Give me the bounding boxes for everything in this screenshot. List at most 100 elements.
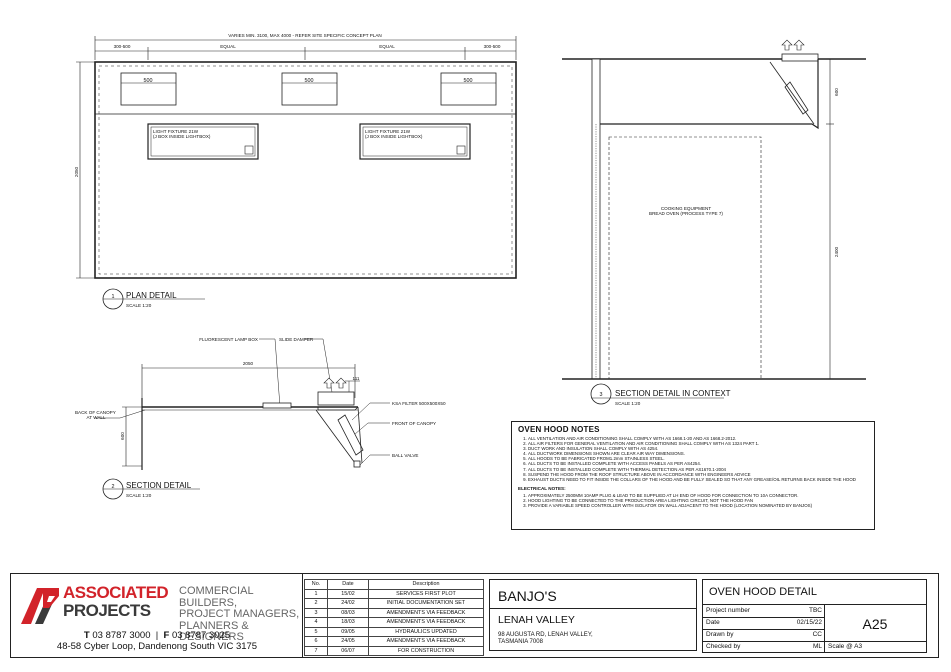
plan-detail-scale: SCALE 1:20	[126, 303, 152, 308]
plan-dim-height-label: 2050	[74, 166, 79, 177]
section-label-back-line2: AT WALL	[86, 415, 106, 420]
section-dim-600	[122, 406, 142, 467]
plan-detail: VARIES MIN. 3100, MAX 4000 - REFER SITE …	[74, 33, 517, 310]
rev-no: 2	[304, 598, 328, 609]
section-label-front: FRONT OF CANOPY	[392, 421, 436, 426]
section-label-back-line1: BACK OF CANOPY	[75, 410, 116, 415]
plan-dim-equal-1: EQUAL	[220, 44, 236, 49]
site-address-line1: 98 AUGUSTA RD, LENAH VALLEY,	[498, 632, 593, 638]
sheet-number: A25	[862, 616, 888, 632]
company-phone: T 03 8787 3000 | F 03 8787 3025	[83, 630, 231, 641]
note-item: ALL DUCTS TO BE INSTALLED COMPLETE WITH …	[528, 467, 868, 472]
extract-box-3-label: 500	[464, 78, 473, 84]
tagline-line-3: PLANNERS & DESIGNERS	[179, 619, 249, 643]
rev-no: 4	[304, 617, 328, 628]
rev-header-description: Description	[368, 579, 484, 590]
context-equip-line2: BREAD OVEN (PROCESS TYPE 7)	[649, 211, 723, 216]
section-dim-111-label: 111	[353, 376, 360, 381]
context-detail: COOKING EQUIPMENT BREAD OVEN (PROCESS TY…	[562, 39, 866, 406]
company-block: ASSOCIATED PROJECTS COMMERCIAL BUILDERS,…	[11, 574, 303, 657]
section-detail-title: SECTION DETAIL	[126, 481, 192, 490]
extract-box-1: 500	[120, 72, 177, 106]
light-fixture-1-line1: LIGHT FIXTURE 21W	[153, 129, 199, 134]
electrical-note-item: HOOD LIGHTING TO BE CONNECTED TO THE PRO…	[528, 498, 868, 503]
canopy-outline	[94, 61, 517, 279]
tagline-line-1: COMMERCIAL BUILDERS,	[179, 585, 254, 609]
section-label-lamp: FLUORESCENT LAMP BOX	[199, 337, 258, 342]
phone-number: 03 8787 3000	[92, 630, 151, 641]
oven-hood-notes: OVEN HOOD NOTES ALL VENTILATION AND AIR …	[511, 421, 875, 530]
section-dim-width-label: 2050	[243, 361, 254, 366]
rev-no: 3	[304, 607, 328, 618]
light-fixture-1: LIGHT FIXTURE 21W (J BOX INSIDE LIGHTBOX…	[147, 123, 259, 160]
context-dim-2400-label: 2400	[834, 246, 839, 257]
light-fixture-1-line2: (J BOX INSIDE LIGHTBOX)	[153, 134, 211, 139]
site-name: LENAH VALLEY	[498, 614, 575, 626]
company-logo-icon	[21, 588, 59, 624]
context-detail-number: 3	[600, 392, 603, 398]
checked-by-label: Checked by	[706, 643, 741, 650]
note-item: EXHAUST DUCTS NEED TO FIT INSIDE THE COL…	[528, 477, 868, 482]
section-canopy	[141, 391, 364, 470]
section-label-damper: SLIDE DAMPER	[279, 337, 314, 342]
company-tagline: COMMERCIAL BUILDERS, PROJECT MANAGERS, P…	[179, 585, 302, 644]
drawn-by-label: Drawn by	[706, 631, 734, 638]
drawn-by-value: CC	[812, 631, 822, 638]
rev-desc: AMENDMENTS VIA FEEDBACK	[368, 607, 484, 618]
section-label-valve: BALL VALVE	[392, 453, 418, 458]
note-item: ALL VENTILATION AND AIR CONDITIONING SHA…	[528, 436, 868, 441]
company-address: 48-58 Cyber Loop, Dandenong South VIC 31…	[56, 641, 258, 652]
light-fixture-2: LIGHT FIXTURE 21W (J BOX INSIDE LIGHTBOX…	[359, 123, 471, 160]
plan-dim-top-label: VARIES MIN. 3100, MAX 4000 - REFER SITE …	[228, 33, 382, 38]
notes-title: OVEN HOOD NOTES	[518, 425, 600, 434]
extract-box-3: 500	[440, 72, 497, 106]
extract-box-2: 500	[281, 72, 338, 106]
logo-word-projects: PROJECTS	[63, 601, 151, 620]
context-detail-title: SECTION DETAIL IN CONTEXT	[615, 389, 731, 398]
sheet-info-block: OVEN HOOD DETAIL Project number TBC Date…	[702, 579, 927, 653]
rev-no: 5	[304, 626, 328, 637]
tagline-line-2: PROJECT MANAGERS,	[179, 608, 300, 620]
phone-f-label: F	[163, 630, 170, 641]
site-address: 98 AUGUSTA RD, LENAH VALLEY, TASMANIA 70…	[498, 632, 593, 646]
rev-date: 09/05	[327, 626, 369, 637]
project-number-value: TBC	[809, 607, 822, 614]
rev-no: 1	[304, 588, 328, 599]
context-airflow-arrow-icon	[781, 39, 805, 51]
electrical-note-item: PROVIDE A VARIABLE SPEED CONTROLLER WITH…	[528, 503, 868, 508]
rev-desc: AMENDMENTS VIA FEEDBACK	[368, 617, 484, 628]
rev-header-no: No.	[304, 579, 328, 590]
electrical-notes-list: APPROXIMATELY 2500MM 10AMP PLUG & LEAD T…	[518, 493, 868, 508]
section-detail-scale: SCALE 1:20	[126, 493, 152, 498]
project-number-label: Project number	[706, 607, 751, 614]
context-detail-scale: SCALE 1:20	[615, 401, 641, 406]
date-value: 02/15/22	[796, 619, 822, 626]
context-hood	[600, 53, 819, 130]
section-label-back: BACK OF CANOPY AT WALL	[75, 410, 117, 420]
rev-date: 15/02	[327, 588, 369, 599]
note-item: ALL DUCTWORK DIMENSIONS SHOWN ARE CLEAR …	[528, 451, 868, 456]
section-dim-111	[345, 380, 360, 392]
rev-header-date: Date	[327, 579, 369, 590]
site-address-line2: TASMANIA 7008	[498, 639, 543, 645]
project-block: BANJO'S LENAH VALLEY 98 AUGUSTA RD, LENA…	[489, 579, 697, 651]
logo-word-associated: ASSOCIATED	[63, 583, 169, 602]
rev-date: 08/03	[327, 607, 369, 618]
context-wall	[591, 58, 601, 380]
fax-number: 03 8787 3025	[171, 630, 231, 641]
plan-dimension-top	[94, 36, 517, 60]
context-dim-600-label: 600	[834, 88, 839, 96]
rev-date: 06/07	[327, 645, 369, 656]
canopy-inner-dashed	[98, 65, 513, 275]
light-fixture-2-line1: LIGHT FIXTURE 21W	[365, 129, 411, 134]
phone-t-label: T	[83, 630, 90, 641]
rev-no: 6	[304, 636, 328, 647]
section-airflow-arrow-icon	[323, 377, 347, 389]
